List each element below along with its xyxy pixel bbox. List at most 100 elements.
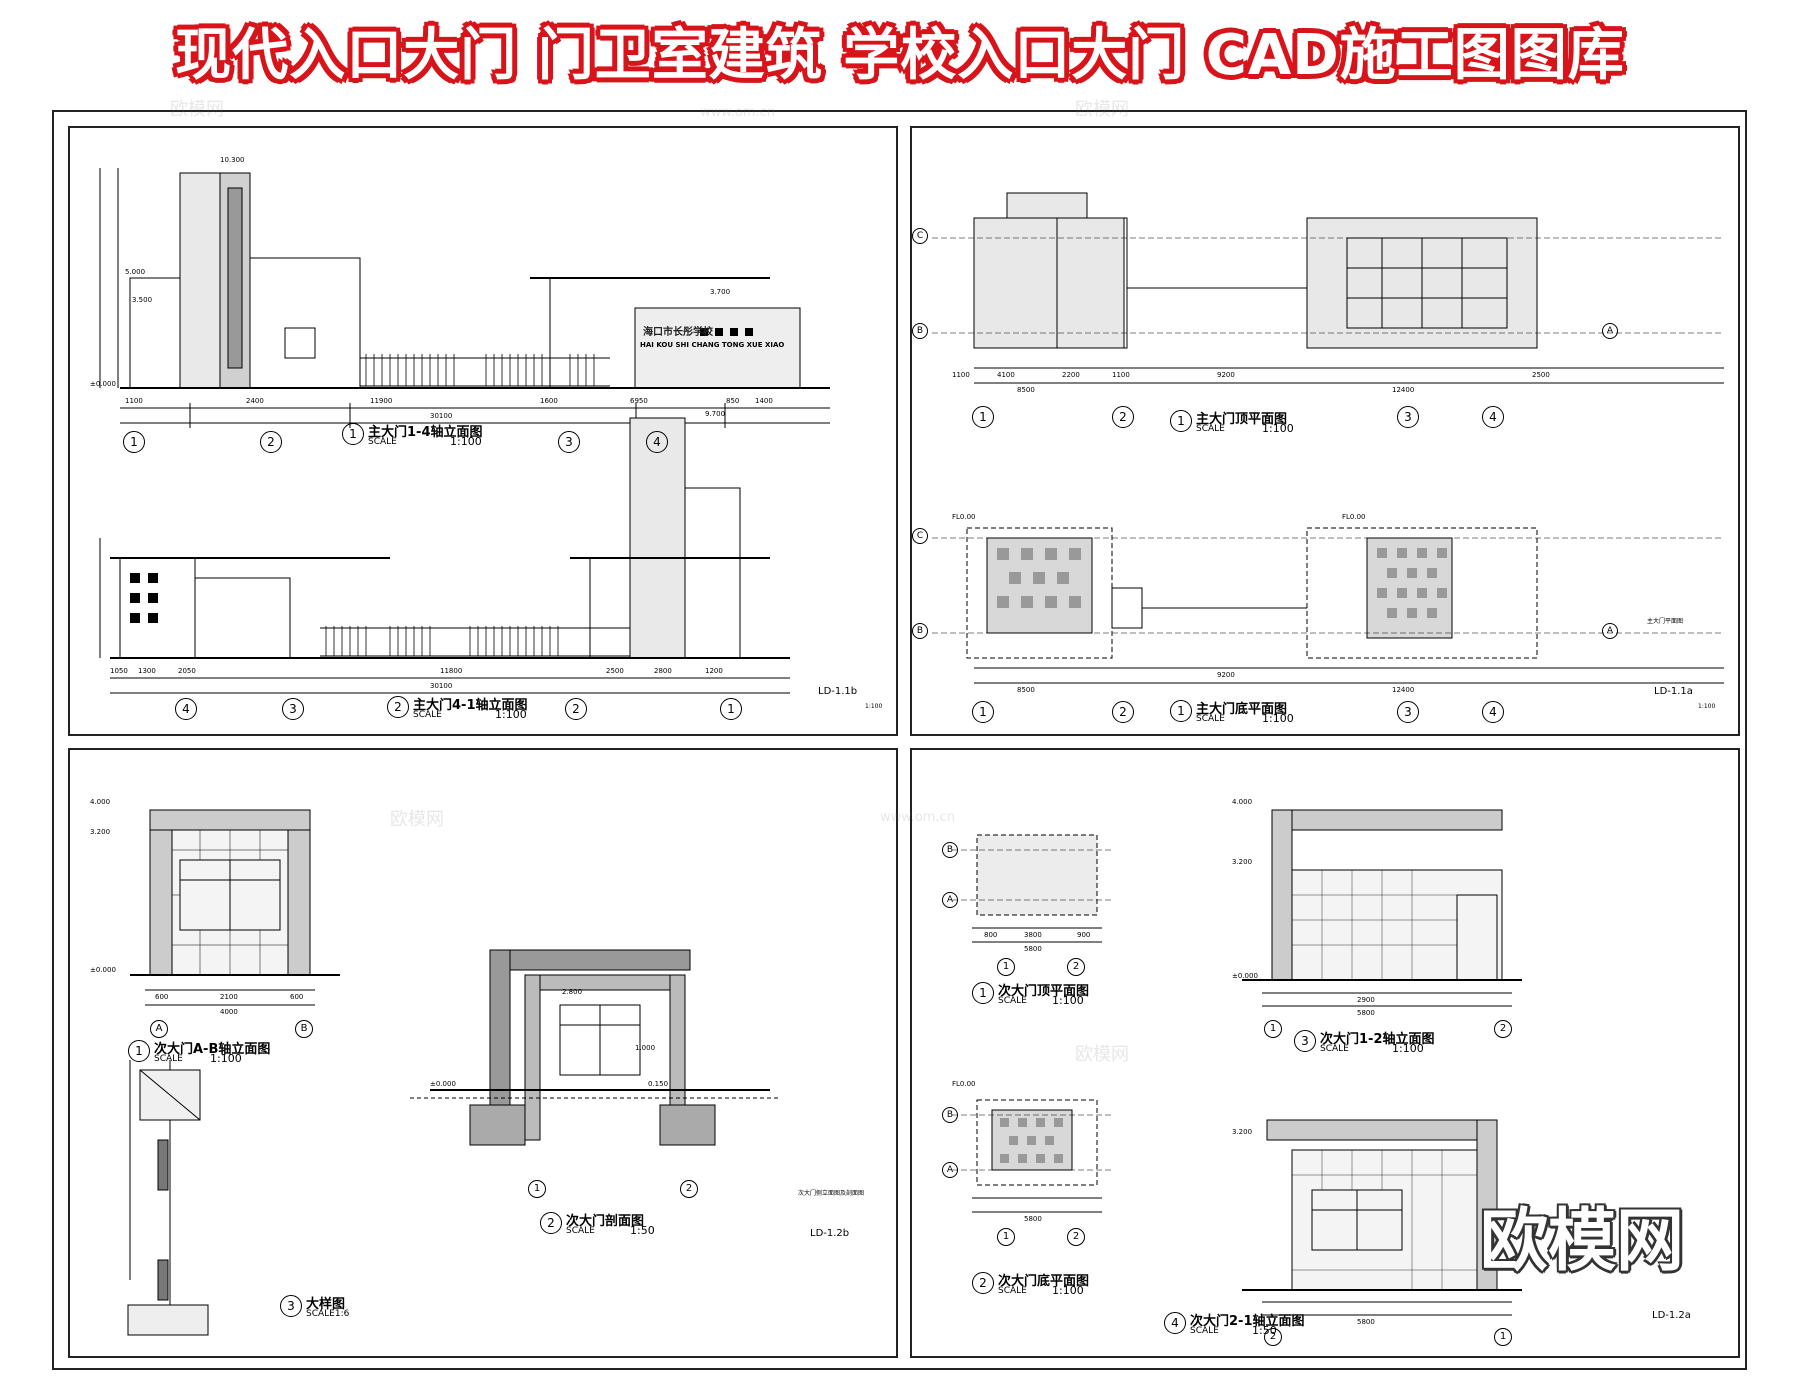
drawing-scale-label: SCALE — [998, 1286, 1027, 1296]
drawing-scale-label: SCALE — [413, 710, 442, 720]
drawing-scale: 1:100 — [1052, 994, 1084, 1007]
drawing-scale-label: SCALE — [998, 996, 1027, 1006]
level-3: 3.700 — [710, 288, 731, 296]
dim-mid-2: 9200 — [1217, 671, 1235, 679]
sheet-main-gate-elevations[interactable]: 海口市长彤学校 HAI KOU SHI CHANG TONG XUE XIAO … — [68, 126, 898, 736]
axis-marker: 1 — [1494, 1328, 1512, 1346]
level: ±0.000 — [1232, 972, 1258, 980]
axis-marker: 2 — [680, 1180, 698, 1198]
drawing-number: 2 — [387, 696, 409, 718]
sheet-number: LD-1.1a — [1654, 686, 1693, 697]
dim-left-2: 4100 — [997, 371, 1015, 379]
axis-marker: 2 — [1264, 1328, 1282, 1346]
drawing-title: 次大门2-1轴立面图 — [1190, 1314, 1305, 1329]
drawing-scale-label: SCALE — [1320, 1044, 1349, 1054]
watermark: 欧模网 — [390, 809, 444, 830]
drawing-number: 2 — [972, 1272, 994, 1294]
level: 4.000 — [1232, 798, 1253, 806]
drawing-title: 大样图 — [306, 1297, 346, 1312]
axis-marker: 4 — [646, 431, 668, 453]
drawing-scale: 1:100 — [1262, 712, 1294, 725]
dim-right-8: 2500 — [1532, 371, 1550, 379]
level-2: 5.000 — [125, 268, 146, 276]
watermark-large: 欧模网 — [1480, 1202, 1685, 1281]
axis-marker: 2 — [1112, 406, 1134, 428]
drawing-scale-label: SCALE — [1196, 424, 1225, 434]
dim-top-7: 1600 — [540, 397, 558, 405]
drawing-title: 主大门1-4轴立面图 — [368, 425, 483, 440]
dim-bottom-3: 2050 — [178, 667, 196, 675]
plan-drawing — [932, 192, 1724, 684]
banner-title: 现代入口大门 门卫室建筑 学校入口大门 CAD施工图图库 — [175, 22, 1625, 88]
drawing-number: 3 — [280, 1295, 302, 1317]
axis-marker: 1 — [1264, 1020, 1282, 1038]
drawing-title: 主大门顶平面图 — [1196, 412, 1288, 427]
dim-top-10: 1400 — [755, 397, 773, 405]
side-note: 次大门侧立面图及剖面图 — [798, 1190, 865, 1197]
axis-marker: 1 — [720, 698, 742, 720]
row-axis-marker: B — [942, 842, 958, 858]
drawing-scale-label: SCALE — [1190, 1326, 1219, 1336]
dim-bottom-2: 1300 — [138, 667, 156, 675]
level: FL0.00 — [952, 1080, 976, 1088]
axis-marker: 2 — [260, 431, 282, 453]
drawing-scale: 1:50 — [1252, 1324, 1277, 1337]
drawing-number: 1 — [1170, 700, 1192, 722]
dim-top-9: 850 — [726, 397, 740, 405]
drawing-number: 1 — [972, 982, 994, 1004]
level: 3.200 — [1232, 1128, 1253, 1136]
dim-mid: 9200 — [1217, 371, 1235, 379]
axis-marker: A — [150, 1020, 168, 1038]
drawing-scale: 1:100 — [1052, 1284, 1084, 1297]
drawing-scale: 1:100 — [1392, 1042, 1424, 1055]
axis-marker: 3 — [1397, 701, 1419, 723]
watermark: 欧模网 — [1075, 99, 1129, 120]
sheet-ratio: 1:100 — [865, 703, 883, 710]
axis-marker: 2 — [565, 698, 587, 720]
drawing-title: 次大门1-2轴立面图 — [1320, 1032, 1435, 1047]
axis-marker: 1 — [123, 431, 145, 453]
drawing-number: 1 — [128, 1040, 150, 1062]
axis-marker: 2 — [1494, 1020, 1512, 1038]
row-axis-marker: A — [942, 1162, 958, 1178]
dim-top-5: 2400 — [246, 397, 264, 405]
axis-marker: 3 — [558, 431, 580, 453]
dim-left-total: 8500 — [1017, 386, 1035, 394]
dim-bottom-6: 2500 — [606, 667, 624, 675]
level-6: 9.700 — [705, 410, 726, 418]
sheet-side-gate-sections[interactable]: 4.000 3.200 ±0.000 2.800 1.000 0.150 ±0.… — [68, 748, 898, 1358]
drawing-scale-label: SCALE — [566, 1226, 595, 1236]
dim-bottom-5: 11800 — [440, 667, 463, 675]
drawing-scale-label: SCALE — [368, 437, 397, 447]
axis-marker: 2 — [1067, 958, 1085, 976]
dim: 800 — [984, 931, 998, 939]
level: ±0.000 — [90, 966, 116, 974]
watermark: 欧模网 — [170, 99, 224, 120]
title-banner: 现代入口大门 门卫室建筑 学校入口大门 CAD施工图图库 — [0, 0, 1800, 100]
drawing-number: 2 — [540, 1212, 562, 1234]
drawing-title: 次大门底平面图 — [998, 1274, 1090, 1289]
level: ±0.000 — [430, 1080, 456, 1088]
dim-top-6: 11900 — [370, 397, 393, 405]
dim-bottom-1: 1050 — [110, 667, 128, 675]
watermark-site: www.om.cn — [880, 810, 955, 825]
dim: 2100 — [220, 993, 238, 1001]
dim-total: 4000 — [220, 1008, 238, 1016]
dim-right-total-2: 12400 — [1392, 686, 1415, 694]
sheet-main-gate-plans[interactable]: C B A C B A 1100 4100 2200 1100 9200 850… — [910, 126, 1740, 736]
drawing-number: 1 — [1170, 410, 1192, 432]
row-axis-marker: B — [942, 1107, 958, 1123]
dim-left-4: 1100 — [1112, 371, 1130, 379]
axis-marker: 2 — [1067, 1228, 1085, 1246]
drawing-title: 次大门顶平面图 — [998, 984, 1090, 999]
level: FL0.00 — [1342, 513, 1366, 521]
dim: 600 — [155, 993, 169, 1001]
sheet-side-gate-plans[interactable]: B A 800 3800 900 5800 1 2 1 次大门顶平面图 SCAL… — [910, 748, 1740, 1358]
row-axis-marker: A — [1602, 323, 1618, 339]
drawing-scale-label: SCALE — [1196, 714, 1225, 724]
level: 0.150 — [648, 1080, 669, 1088]
level: 2.800 — [562, 988, 583, 996]
dim: 3800 — [1024, 931, 1042, 939]
level: 3.200 — [1232, 858, 1253, 866]
row-axis-marker: B — [912, 623, 928, 639]
